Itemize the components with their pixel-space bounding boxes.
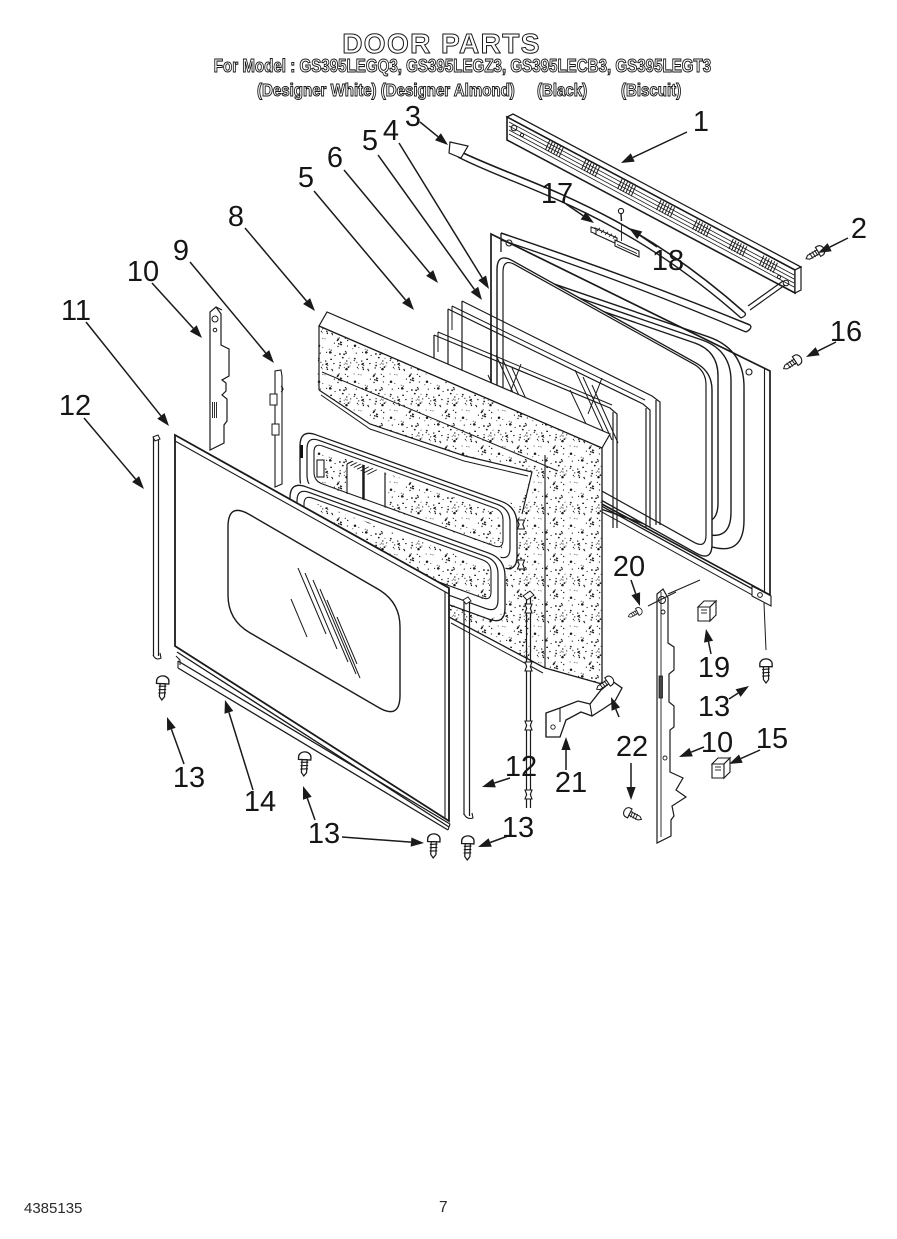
svg-text:20: 20: [613, 551, 645, 583]
svg-text:13: 13: [698, 691, 730, 723]
svg-text:19: 19: [698, 652, 730, 684]
svg-text:12: 12: [59, 390, 91, 422]
svg-text:5: 5: [362, 125, 378, 157]
svg-text:15: 15: [756, 723, 788, 755]
svg-text:2: 2: [851, 213, 867, 245]
svg-text:22: 22: [616, 731, 648, 763]
svg-text:6: 6: [327, 142, 343, 174]
svg-text:3: 3: [405, 101, 421, 133]
svg-text:9: 9: [173, 235, 189, 267]
svg-text:5: 5: [298, 162, 314, 194]
svg-text:16: 16: [830, 316, 862, 348]
svg-text:14: 14: [244, 786, 276, 818]
svg-text:18: 18: [652, 245, 684, 277]
svg-text:12: 12: [505, 751, 537, 783]
svg-text:13: 13: [173, 762, 205, 794]
svg-text:13: 13: [502, 812, 534, 844]
svg-text:8: 8: [228, 201, 244, 233]
svg-text:10: 10: [127, 256, 159, 288]
svg-text:10: 10: [701, 727, 733, 759]
svg-text:4: 4: [383, 115, 399, 147]
svg-text:13: 13: [308, 818, 340, 850]
svg-text:21: 21: [555, 767, 587, 799]
svg-text:11: 11: [61, 295, 91, 327]
svg-text:1: 1: [693, 106, 709, 138]
svg-text:17: 17: [541, 178, 573, 210]
